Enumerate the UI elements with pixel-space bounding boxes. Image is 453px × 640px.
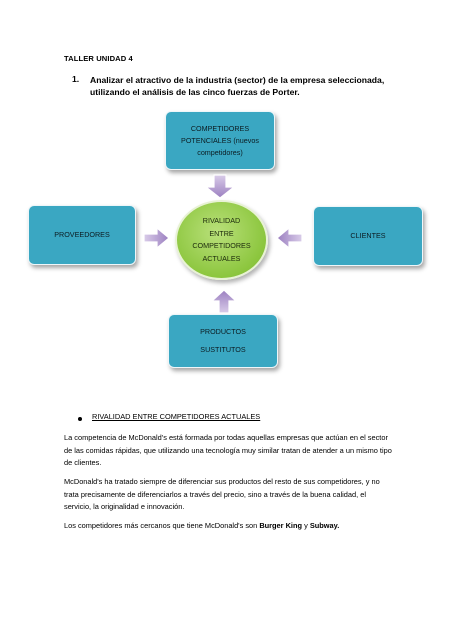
box-line: COMPETIDORES	[190, 123, 250, 133]
box-line: SUSTITUTOS	[200, 345, 246, 354]
box-label: CLIENTES	[350, 231, 386, 240]
circle-line: ENTRE	[209, 228, 234, 238]
competitor-burger-king: Burger King	[259, 521, 303, 530]
paragraph-2: McDonald's ha tratado siempre de diferen…	[64, 477, 380, 512]
arrow-left-icon	[276, 226, 303, 250]
question-text: Analizar el atractivo de la industria (s…	[90, 75, 385, 97]
box-customers: CLIENTES	[313, 206, 423, 266]
circle-line: RIVALIDAD	[202, 216, 241, 225]
paragraph-3: Los competidores más cercanos que tiene …	[64, 520, 394, 533]
bullet-dot	[78, 417, 82, 421]
arrow-right-icon	[143, 226, 170, 250]
paragraph-3-mid: y	[302, 521, 310, 530]
document-header: TALLER UNIDAD 4	[64, 54, 133, 63]
competitor-subway: Subway.	[309, 521, 340, 530]
box-label: PROVEEDORES	[54, 230, 110, 239]
box-substitute-products: PRODUCTOS SUSTITUTOS	[168, 314, 278, 368]
question-number: 1.	[72, 74, 80, 84]
paragraph-1: La competencia de McDonald's está formad…	[64, 433, 392, 468]
arrow-down-icon	[204, 174, 236, 199]
circle-line: COMPETIDORES	[192, 241, 251, 250]
center-rivalry-circle: RIVALIDAD ENTRE COMPETIDORES ACTUALES	[175, 200, 268, 280]
arrow-up-icon	[210, 289, 238, 314]
box-suppliers: PROVEEDORES	[28, 205, 136, 265]
box-line: competidores)	[197, 147, 243, 157]
box-line: POTENCIALES (nuevos	[181, 135, 259, 145]
paragraph-3-prefix: Los competidores más cercanos que tiene …	[64, 521, 260, 530]
circle-line: ACTUALES	[202, 253, 241, 263]
section-title: RIVALIDAD ENTRE COMPETIDORES ACTUALES	[92, 412, 261, 421]
box-line: PRODUCTOS	[200, 327, 246, 336]
box-potential-competitors: COMPETIDORES POTENCIALES (nuevos competi…	[165, 111, 275, 170]
